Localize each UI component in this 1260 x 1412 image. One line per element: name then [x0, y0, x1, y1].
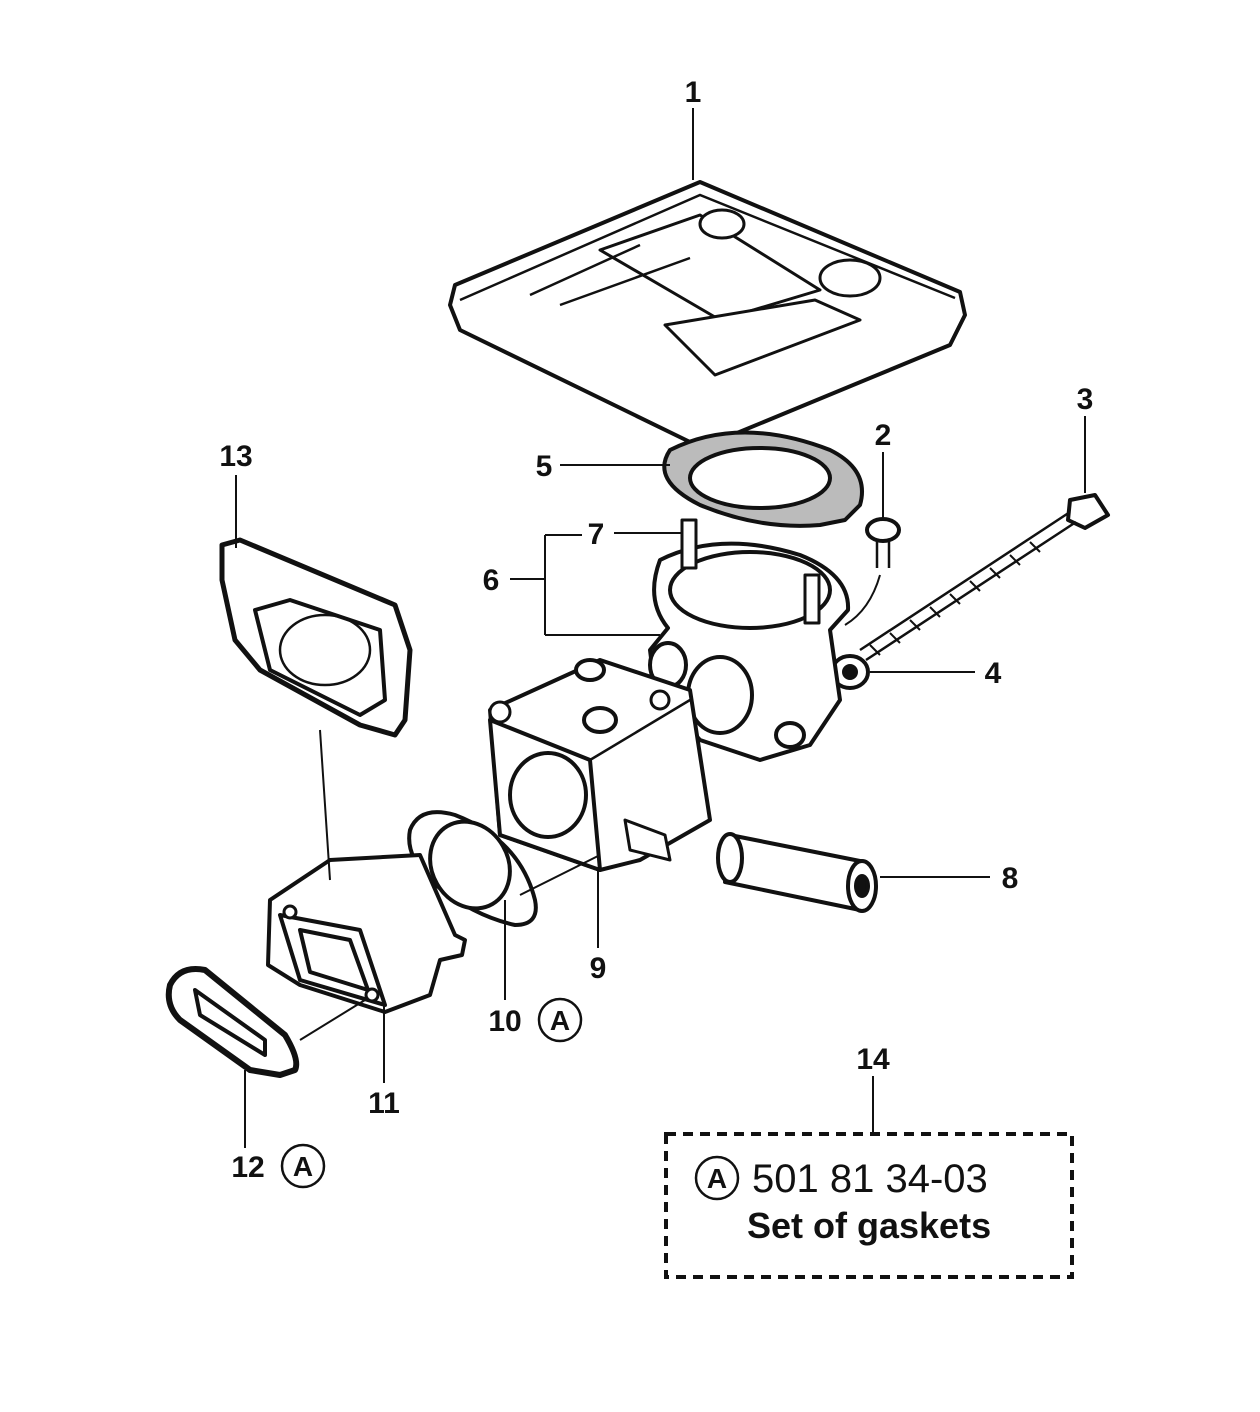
part-6-filter-holder[interactable] — [648, 541, 851, 762]
part-label-12: 12 — [231, 1151, 264, 1184]
part-1-air-filter-cover[interactable] — [448, 180, 967, 444]
part-4-washer[interactable] — [830, 654, 870, 690]
part-label-13: 13 — [219, 440, 252, 473]
part-13-intake-boot[interactable] — [219, 537, 413, 738]
part-label-1: 1 — [685, 76, 702, 109]
part-label-3: 3 — [1077, 383, 1094, 416]
gasket-kit-box: A 501 81 34-03 Set of gaskets — [664, 1132, 1074, 1279]
part-3-long-bolt[interactable] — [859, 493, 1110, 662]
svg-text:A: A — [550, 1005, 570, 1036]
kit-a-marker-10: A — [537, 997, 583, 1043]
part-12-manifold-gasket[interactable] — [165, 966, 300, 1078]
part-label-2: 2 — [875, 419, 892, 452]
part-9-carburetor[interactable] — [488, 658, 712, 872]
part-7-stud[interactable] — [680, 518, 821, 625]
kit-part-number: 501 81 34-03 — [752, 1157, 988, 1201]
part-11-intake-manifold[interactable] — [266, 853, 467, 1014]
part-label-5: 5 — [536, 450, 553, 483]
part-label-11: 11 — [368, 1087, 400, 1120]
part-label-4: 4 — [985, 657, 1002, 690]
part-8-sleeve[interactable] — [716, 832, 878, 913]
svg-text:A: A — [293, 1151, 313, 1182]
kit-symbol: A — [707, 1163, 727, 1194]
part-5-filter-gasket[interactable] — [662, 430, 864, 528]
part-10-carburetor-gasket[interactable] — [407, 807, 538, 927]
part-2-screw[interactable] — [844, 517, 901, 626]
part-label-14: 14 — [856, 1043, 890, 1076]
part-label-7: 7 — [588, 518, 605, 551]
leader-lines — [235, 108, 1086, 1148]
part-label-8: 8 — [1002, 862, 1019, 895]
kit-a-marker-12: A — [280, 1143, 326, 1189]
part-label-10: 10 — [488, 1005, 521, 1038]
part-label-9: 9 — [590, 952, 607, 985]
kit-description: Set of gaskets — [747, 1205, 991, 1246]
part-label-6: 6 — [483, 564, 500, 597]
